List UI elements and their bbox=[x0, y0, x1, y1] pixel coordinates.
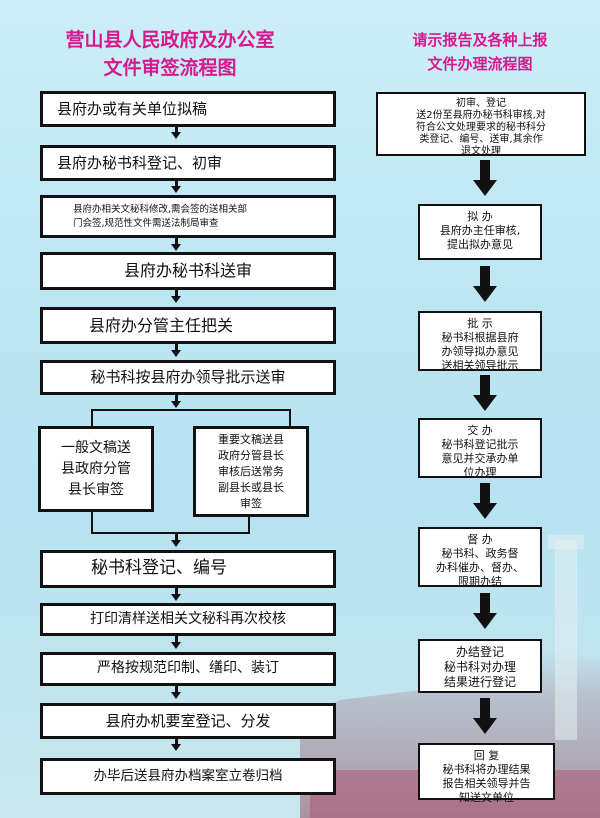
branch-connector-left-up bbox=[91, 512, 93, 534]
right-step-2: 拟 办 县府办主任审核, 提出拟办意见 bbox=[418, 204, 542, 260]
right-step-7-body: 秘书科将办理结果 报告相关领导并告 知送文单位 bbox=[442, 763, 531, 805]
left-step-10-label: 县府办机要室登记、分发 bbox=[105, 711, 271, 730]
left-step-9-label: 严格按规范印制、缮印、装订 bbox=[97, 660, 279, 677]
big-arrow-down-icon bbox=[473, 593, 497, 629]
arrow-down-icon bbox=[171, 288, 181, 303]
arrow-down-icon bbox=[171, 532, 181, 547]
left-step-11: 办毕后送县府办档案室立卷归档 bbox=[40, 758, 336, 795]
branch-connector-right-drop bbox=[289, 409, 291, 427]
right-step-2-body: 县府办主任审核, 提出拟办意见 bbox=[439, 224, 521, 252]
left-step-7: 秘书科登记、编号 bbox=[40, 550, 336, 588]
right-step-7: 回 复 秘书科将办理结果 报告相关领导并告 知送文单位 bbox=[418, 743, 555, 804]
left-step-1: 县府办或有关单位拟稿 bbox=[40, 91, 336, 127]
arrow-down-icon bbox=[171, 634, 181, 649]
left-step-7-label: 秘书科登记、编号 bbox=[91, 558, 227, 579]
left-title-line1: 营山县人民政府及办公室 bbox=[65, 29, 275, 51]
branch-connector-right-up bbox=[248, 517, 250, 534]
branch-connector-bottom bbox=[91, 532, 250, 534]
branch-connector-left-drop bbox=[91, 409, 93, 427]
right-title: 请示报告及各种上报 文件办理流程图 bbox=[372, 28, 588, 76]
branch-left-label: 一般文稿送 县政府分管 县长审签 bbox=[61, 439, 131, 498]
right-step-1-head: 初审、登记 bbox=[456, 98, 506, 109]
left-step-3: 县府办相关文秘科修改,需会签的送相关部 门会签,规范性文件需送法制局审查 bbox=[40, 195, 336, 238]
right-title-line2: 文件办理流程图 bbox=[427, 55, 533, 73]
big-arrow-down-icon bbox=[473, 266, 497, 302]
arrow-down-icon bbox=[171, 586, 181, 601]
arrow-down-icon bbox=[171, 236, 181, 251]
left-step-2: 县府办秘书科登记、初审 bbox=[40, 145, 336, 181]
arrow-down-icon bbox=[171, 342, 181, 357]
left-step-3-label: 县府办相关文秘科修改,需会签的送相关部 门会签,规范性文件需送法制局审查 bbox=[73, 203, 248, 229]
right-step-1: 初审、登记 送2份至县府办秘书科审核,对 符合公文处理要求的秘书科分 类登记、编… bbox=[376, 92, 586, 157]
left-title-line2: 文件审签流程图 bbox=[103, 57, 237, 79]
right-step-3-body: 秘书科根据县府 办领导拟办意见 送相关领导批示 bbox=[441, 331, 519, 373]
arrow-down-icon bbox=[171, 178, 181, 193]
branch-right-label: 重要文稿送县 政府分管县长 审核后送常务 副县长或县长 审签 bbox=[218, 432, 284, 510]
left-step-5-label: 县府办分管主任把关 bbox=[89, 315, 234, 335]
left-step-8: 打印清样送相关文秘科再次校核 bbox=[40, 603, 336, 636]
right-step-3-head: 批 示 bbox=[467, 317, 493, 330]
right-step-1-body: 送2份至县府办秘书科审核,对 符合公文处理要求的秘书科分 类登记、编号、送审,其… bbox=[416, 110, 546, 157]
left-title: 营山县人民政府及办公室 文件审签流程图 bbox=[20, 26, 320, 82]
right-step-6-body: 秘书科对办理 结果进行登记 bbox=[443, 660, 516, 689]
right-step-5-body: 秘书科、政务督 办科催办、督办、 限期办结 bbox=[436, 547, 524, 589]
arrow-down-icon bbox=[171, 684, 181, 699]
right-step-4: 交 办 秘书科登记批示 意见并交承办单 位办理 bbox=[418, 418, 542, 480]
left-step-4-label: 县府办秘书科送审 bbox=[123, 261, 252, 280]
left-step-6-label: 秘书科按县府办领导批示送审 bbox=[90, 368, 286, 387]
right-step-4-head: 交 办 bbox=[467, 424, 493, 437]
left-step-2-label: 县府办秘书科登记、初审 bbox=[57, 153, 223, 172]
left-step-6: 秘书科按县府办领导批示送审 bbox=[40, 360, 336, 395]
branch-left-box: 一般文稿送 县政府分管 县长审签 bbox=[38, 426, 154, 512]
right-title-line1: 请示报告及各种上报 bbox=[412, 31, 548, 49]
big-arrow-down-icon bbox=[473, 375, 497, 411]
big-arrow-down-icon bbox=[473, 698, 497, 734]
left-step-1-label: 县府办或有关单位拟稿 bbox=[57, 99, 208, 118]
branch-connector-top bbox=[91, 409, 291, 411]
arrow-down-icon bbox=[171, 393, 181, 408]
big-arrow-down-icon bbox=[473, 160, 497, 196]
branch-right-box: 重要文稿送县 政府分管县长 审核后送常务 副县长或县长 审签 bbox=[193, 426, 309, 517]
right-step-6-head: 办结登记 bbox=[455, 645, 504, 659]
right-step-3: 批 示 秘书科根据县府 办领导拟办意见 送相关领导批示 bbox=[418, 311, 542, 373]
left-step-4: 县府办秘书科送审 bbox=[40, 252, 336, 290]
right-step-6: 办结登记 秘书科对办理 结果进行登记 bbox=[418, 639, 542, 693]
left-step-10: 县府办机要室登记、分发 bbox=[40, 703, 336, 739]
left-step-9: 严格按规范印制、缮印、装订 bbox=[40, 652, 336, 686]
left-step-11-label: 办毕后送县府办档案室立卷归档 bbox=[93, 768, 283, 785]
big-arrow-down-icon bbox=[473, 483, 497, 519]
right-step-4-body: 秘书科登记批示 意见并交承办单 位办理 bbox=[441, 438, 519, 480]
right-step-7-head: 回 复 bbox=[473, 749, 500, 762]
right-step-5: 督 办 秘书科、政务督 办科催办、督办、 限期办结 bbox=[418, 527, 542, 589]
arrow-down-icon bbox=[171, 124, 181, 139]
right-step-5-head: 督 办 bbox=[467, 533, 493, 546]
left-step-8-label: 打印清样送相关文秘科再次校核 bbox=[90, 610, 286, 627]
arrow-down-icon bbox=[171, 736, 181, 751]
left-step-5: 县府办分管主任把关 bbox=[40, 307, 336, 344]
right-step-2-head: 拟 办 bbox=[467, 210, 493, 223]
